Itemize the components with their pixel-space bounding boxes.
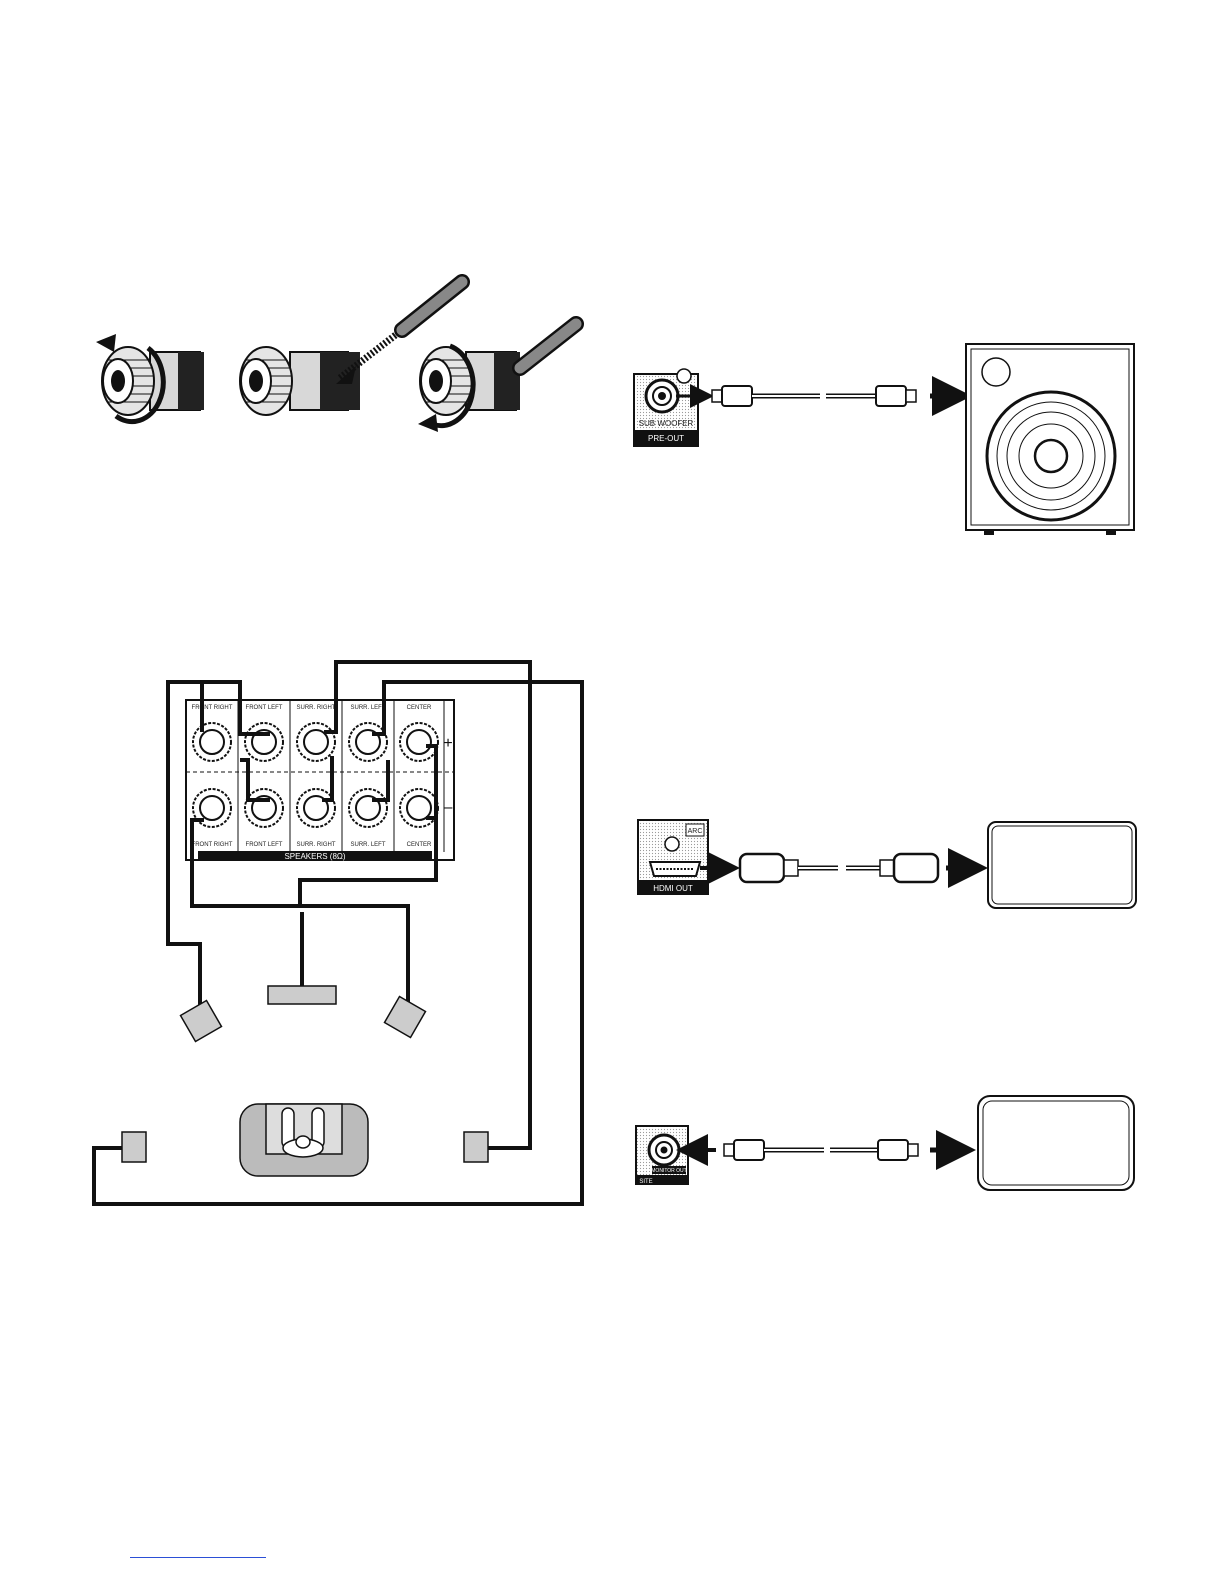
minus-symbol: – bbox=[444, 799, 453, 816]
bottom-label-surr-right: SURR. RIGHT bbox=[297, 842, 336, 848]
site-band-label: SITE bbox=[639, 1179, 652, 1185]
rca-cable-monitor bbox=[684, 1140, 966, 1160]
terminal-step-3-tighten bbox=[418, 324, 576, 432]
rotate-ccw-arrow-icon bbox=[96, 334, 116, 352]
top-label-surr-right: SURR. RIGHT bbox=[297, 705, 336, 711]
pre-out-band-label: PRE-OUT bbox=[648, 434, 684, 443]
speaker-surround-right bbox=[464, 1132, 488, 1162]
hdmi-out-jack: ARC HDMI OUT bbox=[638, 820, 708, 894]
listening-sofa bbox=[240, 1104, 368, 1176]
top-label-front-left: FRONT LEFT bbox=[246, 705, 283, 711]
subwoofer-jack-label: SUB WOOFER bbox=[639, 419, 694, 428]
top-label-front-right: FRONT RIGHT bbox=[192, 705, 233, 711]
speaker-front-left bbox=[181, 1001, 222, 1042]
top-label-surr-left: SURR. LEFT bbox=[350, 705, 385, 711]
bottom-label-center: CENTER bbox=[407, 842, 432, 848]
bottom-label-front-right: FRONT RIGHT bbox=[192, 842, 233, 848]
subwoofer-pre-out-jack: SUB WOOFER PRE-OUT bbox=[634, 369, 698, 446]
speaker-center bbox=[268, 986, 336, 1004]
arc-label: ARC bbox=[688, 828, 703, 835]
hdmi-out-band-label: HDMI OUT bbox=[653, 884, 693, 893]
rca-cable-subwoofer bbox=[676, 386, 962, 406]
monitor-out-jack: MONITOR OUT SITE bbox=[636, 1126, 688, 1185]
tv-screen-video bbox=[978, 1096, 1134, 1190]
footer-link-rule bbox=[130, 1557, 266, 1558]
hdmi-cable bbox=[700, 854, 978, 882]
bottom-label-surr-left: SURR. LEFT bbox=[350, 842, 385, 848]
top-label-center: CENTER bbox=[407, 705, 432, 711]
terminal-step-1-loosen bbox=[96, 334, 204, 422]
subwoofer-speaker bbox=[966, 344, 1134, 535]
speaker-surround-left bbox=[122, 1132, 146, 1162]
rotate-cw-arrow-icon bbox=[418, 414, 438, 432]
tv-screen-hdmi bbox=[988, 822, 1136, 908]
speaker-front-right bbox=[385, 997, 426, 1038]
speakers-panel-title: SPEAKERS (8Ω) bbox=[284, 852, 345, 861]
speaker-terminal-panel: FRONT RIGHT FRONT LEFT SURR. RIGHT SURR.… bbox=[186, 700, 454, 861]
plus-symbol: + bbox=[443, 735, 452, 752]
bottom-label-front-left: FRONT LEFT bbox=[246, 842, 283, 848]
monitor-out-label: MONITOR OUT bbox=[651, 1168, 686, 1174]
